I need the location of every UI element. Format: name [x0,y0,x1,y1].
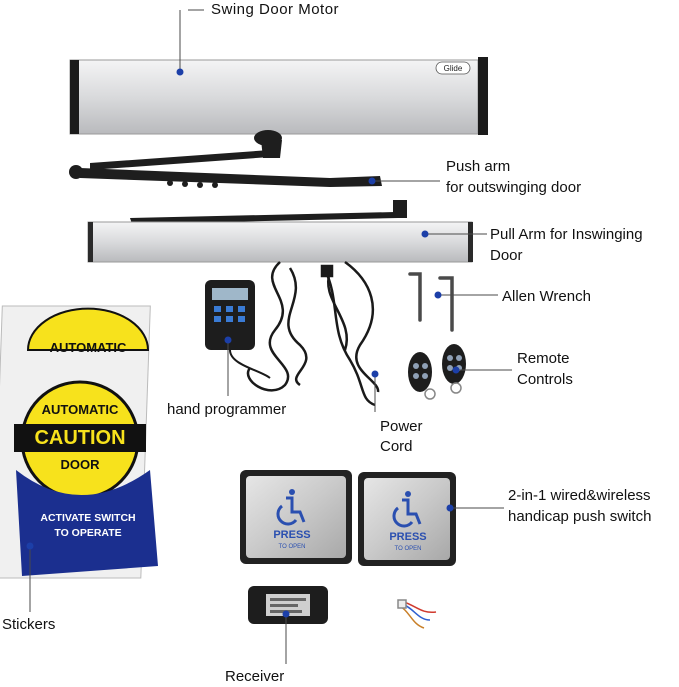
motor-brand-text: Glide [444,64,463,73]
label-hand-programmer: hand programmer [167,401,287,418]
label-push-switch-line2: handicap push switch [508,508,652,525]
stickers: AUTOMATIC AUTOMATIC CAUTION DOOR ACTIVAT… [0,305,158,579]
label-push-arm-line2: for outswinging door [446,179,582,196]
receiver-module [248,586,328,624]
sticker-door-text: DOOR [61,457,101,472]
allen-wrench [408,272,454,332]
sticker-line2-text: TO OPERATE [54,527,121,539]
push-switch-right: PRESS TO OPEN [358,472,456,566]
label-allen-wrench: Allen Wrench [502,288,591,305]
sticker-line1-text: ACTIVATE SWITCH [40,512,135,524]
label-push-switch-line1: 2-in-1 wired&wireless [508,487,651,504]
label-remote-line1: Remote [517,350,570,367]
switch-left-press-text: PRESS [273,529,310,541]
wire-connector [397,599,437,629]
callout-lines [29,9,512,664]
label-receiver: Receiver [225,668,285,685]
label-stickers: Stickers [2,616,56,633]
switch-left-open-text: TO OPEN [279,544,306,550]
switch-right-open-text: TO OPEN [395,546,422,552]
sticker-small-text: AUTOMATIC [50,340,127,355]
sticker-caution-text: CAUTION [34,427,125,449]
label-pull-arm-line1: Pull Arm for Inswinging [490,226,643,243]
label-remote-line2: Controls [517,371,573,388]
label-push-arm-line1: Push arm [446,158,511,175]
label-swing-door-motor: Swing Door Motor [211,1,340,18]
power-cord [320,260,380,407]
callout-dots [26,68,460,618]
push-switch-left: PRESS TO OPEN [240,470,352,564]
hand-programmer [205,261,308,392]
sticker-automatic-text: AUTOMATIC [42,402,119,417]
switch-right-press-text: PRESS [389,531,426,543]
label-power-cord-line2: Cord [380,438,413,455]
push-arm [69,130,382,188]
pull-arm [87,200,473,263]
label-pull-arm-line2: Door [490,247,523,264]
swing-door-motor: Glide [69,57,488,135]
label-power-cord-line1: Power [380,418,423,435]
